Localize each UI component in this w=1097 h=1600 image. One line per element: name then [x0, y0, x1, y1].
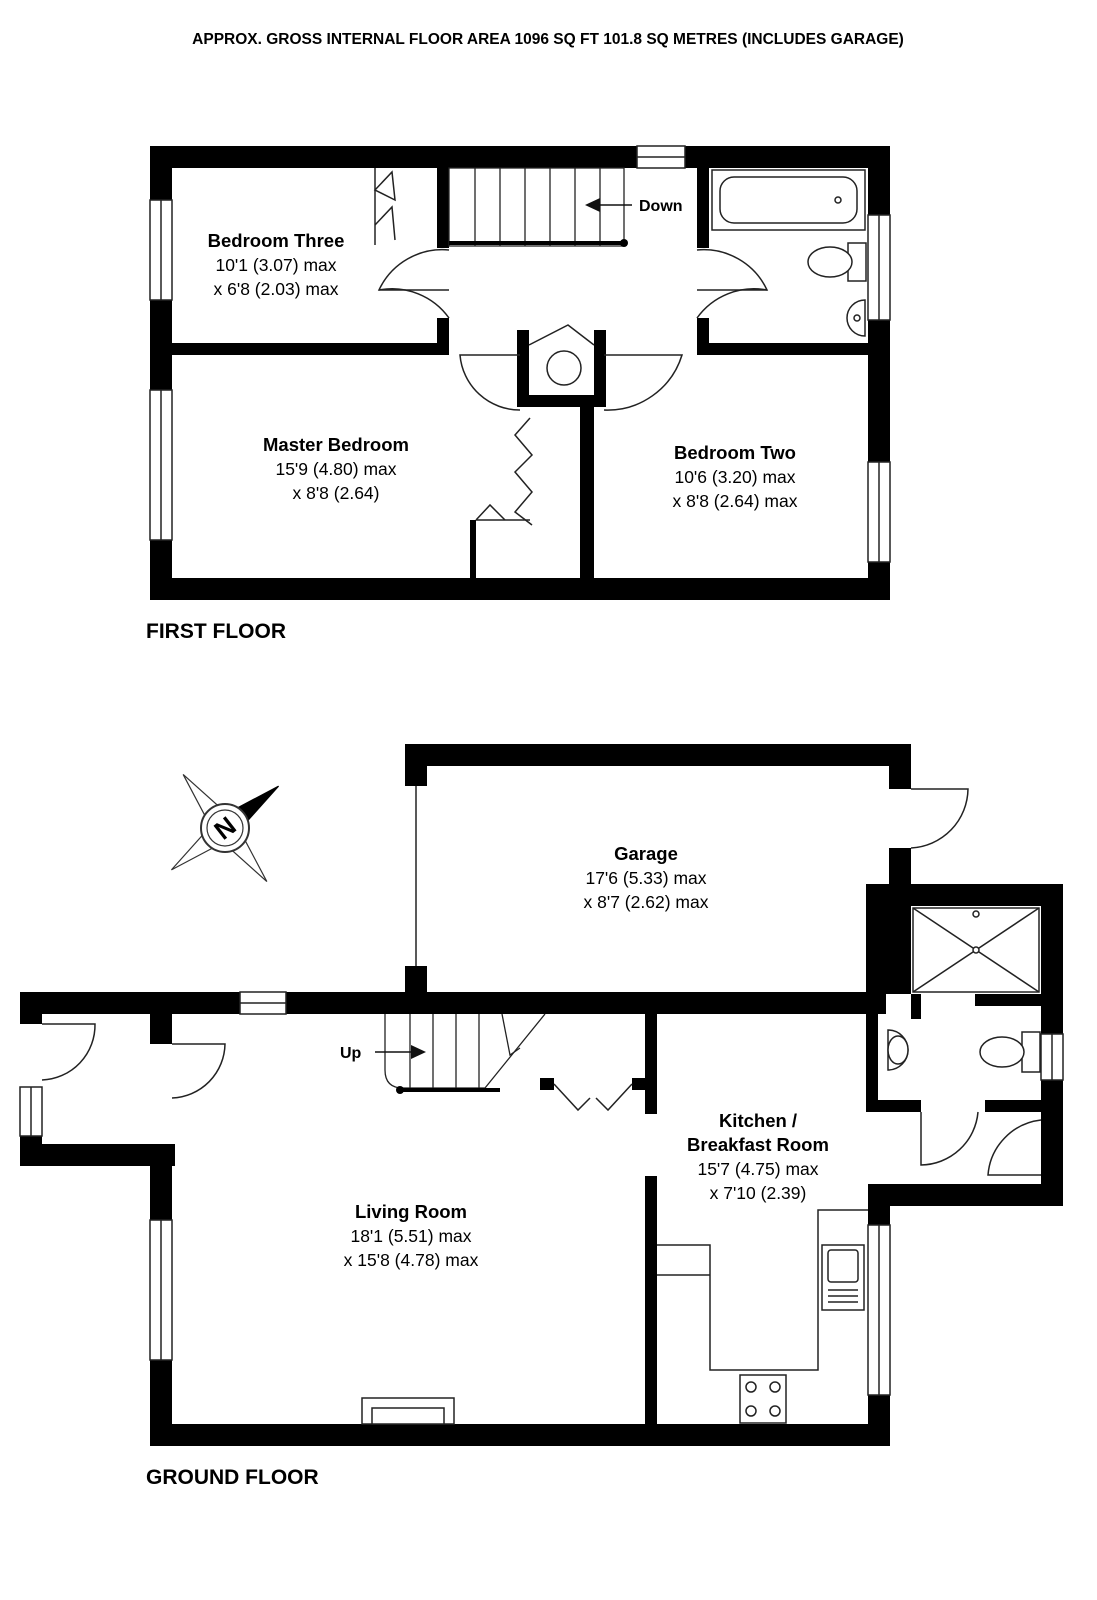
- window: [636, 145, 686, 169]
- wall: [517, 395, 606, 407]
- kitchen-units: [657, 1209, 868, 1371]
- wall: [975, 994, 1041, 1006]
- room-bedroom-three: Bedroom Three 10'1 (3.07) max x 6'8 (2.0…: [208, 230, 345, 299]
- room-dimensions: x 8'7 (2.62) max: [584, 892, 709, 912]
- room-dimensions: 15'9 (4.80) max: [275, 459, 396, 479]
- wall: [172, 343, 447, 355]
- toilet: [979, 1031, 1041, 1073]
- window: [19, 1086, 43, 1137]
- wall: [405, 744, 911, 766]
- fireplace: [361, 1397, 455, 1425]
- wall: [632, 1078, 646, 1090]
- room-bedroom-two: Bedroom Two 10'6 (3.20) max x 8'8 (2.64)…: [673, 442, 798, 511]
- room-dimensions: 10'1 (3.07) max: [215, 255, 336, 275]
- window: [149, 389, 173, 541]
- ground-floor-label: GROUND FLOOR: [146, 1466, 319, 1489]
- room-name: Bedroom Two: [674, 442, 796, 463]
- first-floor: Down: [146, 145, 891, 643]
- wall: [985, 1100, 1063, 1112]
- wall: [697, 343, 868, 355]
- room-dimensions: x 8'8 (2.64) max: [673, 491, 798, 511]
- plan-title: APPROX. GROSS INTERNAL FLOOR AREA 1096 S…: [192, 31, 904, 48]
- wall: [405, 966, 427, 996]
- wardrobe: [373, 168, 396, 245]
- first-floor-label: FIRST FLOOR: [146, 620, 286, 643]
- wall: [150, 578, 890, 600]
- wall: [911, 994, 921, 1019]
- wall: [868, 1184, 1063, 1206]
- room-dimensions: 17'6 (5.33) max: [585, 868, 706, 888]
- window: [867, 461, 891, 563]
- room-name: Garage: [614, 843, 678, 864]
- room-dimensions: x 6'8 (2.03) max: [214, 279, 339, 299]
- toilet: [807, 242, 867, 282]
- wall: [889, 848, 911, 888]
- wall: [20, 992, 42, 1024]
- room-dimensions: 18'1 (5.51) max: [350, 1226, 471, 1246]
- wall: [20, 1144, 175, 1166]
- wall: [517, 330, 529, 405]
- room-name: Living Room: [355, 1201, 467, 1222]
- wall: [866, 1100, 921, 1112]
- hob: [739, 1374, 787, 1424]
- wall: [150, 146, 890, 168]
- room-dimensions: x 7'10 (2.39): [710, 1183, 807, 1203]
- basin: [887, 1029, 909, 1071]
- wall: [594, 330, 606, 405]
- door-swing: [910, 788, 969, 849]
- room-dimensions: x 8'8 (2.64): [293, 483, 380, 503]
- cupboard-doors: [553, 1083, 633, 1112]
- wall: [645, 1176, 657, 1426]
- window: [867, 214, 891, 321]
- wall: [20, 992, 886, 1014]
- room-master-bedroom: Master Bedroom 15'9 (4.80) max x 8'8 (2.…: [263, 434, 409, 503]
- room-name: Kitchen /: [719, 1110, 797, 1131]
- door-swing: [41, 1023, 1042, 1176]
- shower-tray: [912, 907, 1040, 993]
- wall: [1041, 884, 1063, 1034]
- room-dimensions: 15'7 (4.75) max: [697, 1159, 818, 1179]
- room-name: Breakfast Room: [687, 1134, 829, 1155]
- wall: [540, 1078, 554, 1090]
- room-kitchen-breakfast: Kitchen / Breakfast Room 15'7 (4.75) max…: [687, 1110, 829, 1203]
- wall: [437, 168, 449, 248]
- room-dimensions: 10'6 (3.20) max: [674, 467, 795, 487]
- window: [149, 1219, 173, 1361]
- ground-floor: Up: [19, 744, 1064, 1489]
- wall: [1041, 1080, 1063, 1206]
- basin: [846, 299, 866, 337]
- room-living-room: Living Room 18'1 (5.51) max x 15'8 (4.78…: [344, 1201, 479, 1270]
- room-dimensions: x 15'8 (4.78) max: [344, 1250, 479, 1270]
- stairs-up-label: Up: [340, 1045, 362, 1062]
- sink: [821, 1244, 865, 1311]
- wall: [150, 1424, 890, 1446]
- wall: [889, 884, 1063, 906]
- wall: [470, 520, 476, 578]
- wall: [580, 395, 594, 578]
- wall: [645, 1014, 657, 1114]
- door-swing: [377, 248, 769, 411]
- window: [239, 991, 287, 1015]
- room-name: Master Bedroom: [263, 434, 409, 455]
- arrow-left-icon: [585, 198, 632, 212]
- staircase: [448, 167, 625, 247]
- wall: [405, 744, 427, 786]
- compass-icon: N: [170, 773, 280, 883]
- wardrobe: [475, 417, 534, 526]
- stairs-down-label: Down: [639, 198, 683, 215]
- airing-cupboard: [528, 324, 595, 386]
- wall: [866, 994, 878, 1109]
- window: [867, 1224, 891, 1396]
- wall: [697, 168, 709, 248]
- room-garage: Garage 17'6 (5.33) max x 8'7 (2.62) max: [584, 843, 709, 912]
- window: [149, 199, 173, 301]
- window: [1040, 1033, 1064, 1081]
- arrow-right-icon: [375, 1045, 426, 1059]
- bathtub: [711, 169, 866, 231]
- wall: [437, 318, 449, 355]
- room-name: Bedroom Three: [208, 230, 345, 251]
- wall: [889, 744, 911, 789]
- wall: [150, 1014, 172, 1044]
